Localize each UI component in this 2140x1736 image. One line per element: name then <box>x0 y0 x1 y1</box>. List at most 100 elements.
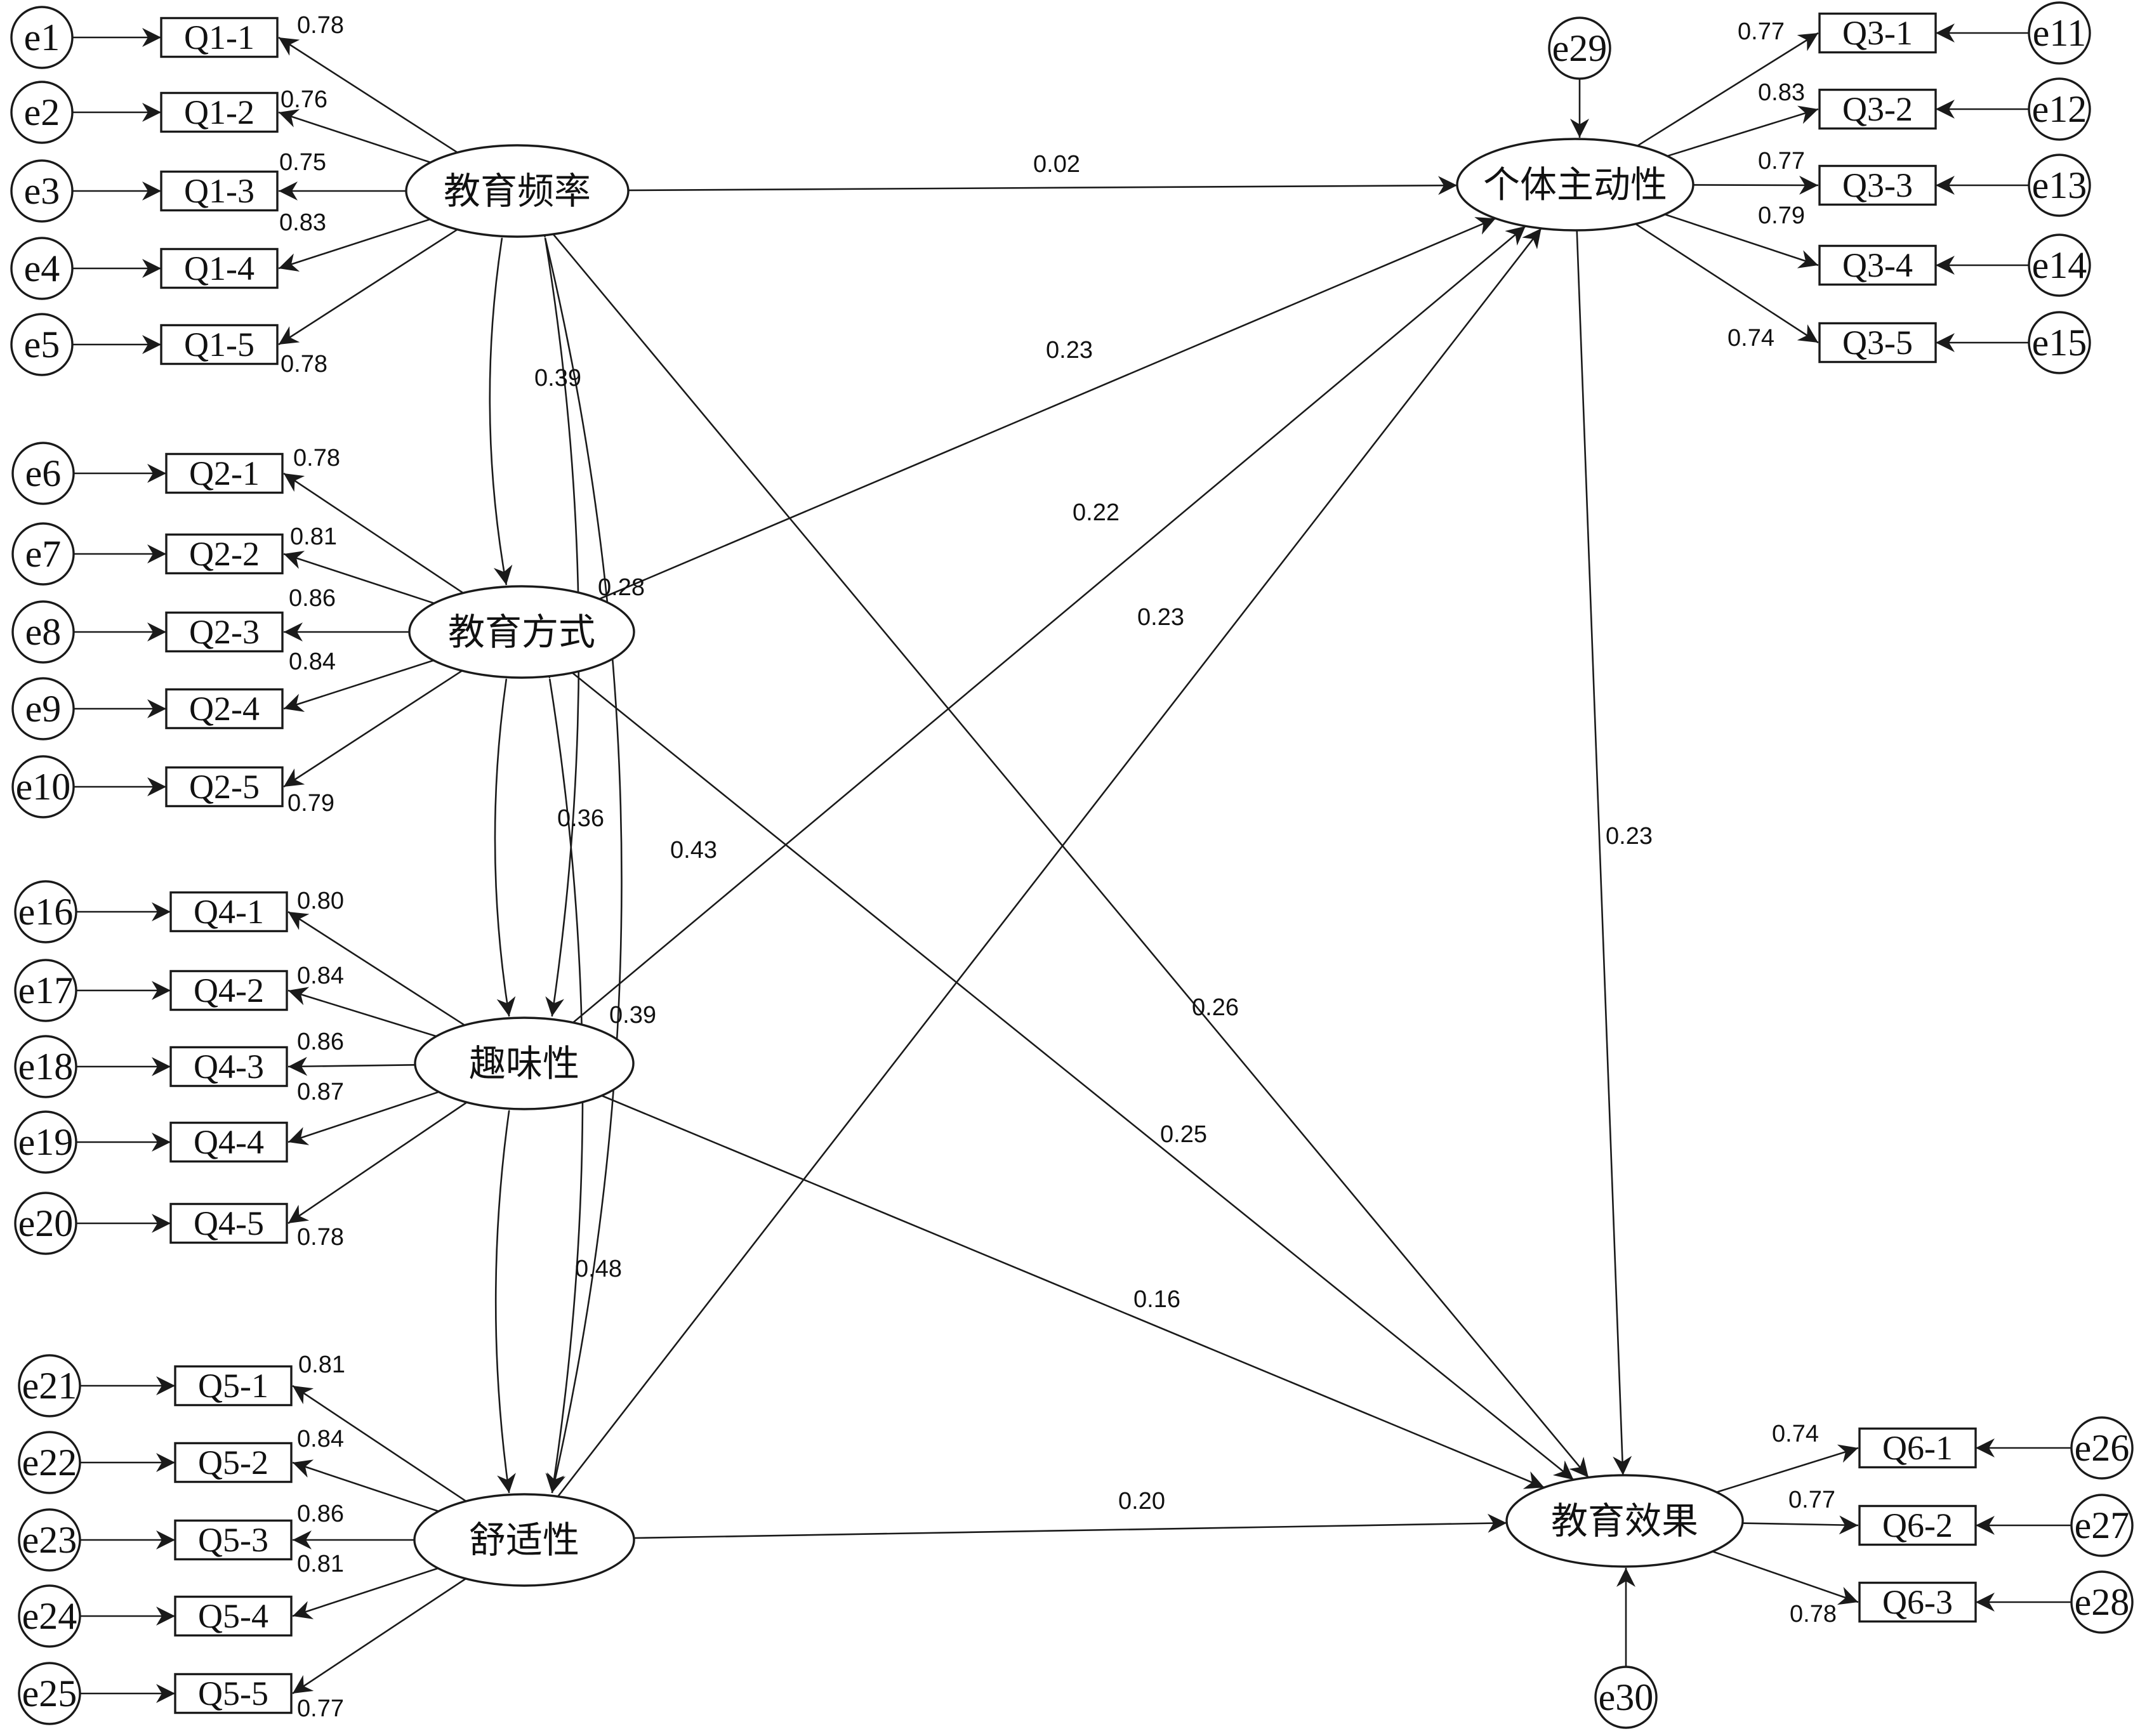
error-label: e13 <box>2032 164 2087 206</box>
error-circle <box>2070 1570 2134 1634</box>
loading-label: 0.84 <box>297 963 344 989</box>
loading-arrow <box>287 911 465 1026</box>
coefficient-layer: 0.780.760.750.830.780.780.810.860.840.79… <box>279 12 1837 1722</box>
error-circle <box>11 442 75 505</box>
loading-label: 0.81 <box>298 1351 345 1378</box>
error-circle <box>11 677 75 740</box>
error-label: e14 <box>2032 244 2087 286</box>
indicator-box <box>169 891 288 933</box>
indicator-box <box>165 533 284 575</box>
loading-arrow <box>278 218 430 272</box>
error-circle <box>2028 311 2091 374</box>
loading-label: 0.81 <box>297 1551 344 1577</box>
error-label: e17 <box>18 970 74 1011</box>
node-layer: 教育频率教育方式趣味性舒适性个体主动性教育效果Q1-1Q1-2Q1-3Q1-4Q… <box>10 1 2134 1729</box>
indicator-label: Q4-5 <box>194 1204 264 1242</box>
error-label: e2 <box>24 91 60 133</box>
latent-label: 趣味性 <box>469 1042 579 1085</box>
path-coefficient: 0.23 <box>1606 823 1653 850</box>
error-circle <box>11 600 75 664</box>
indicator-label: Q3-4 <box>1842 246 1913 284</box>
error-circle <box>18 1431 81 1494</box>
error-circle <box>18 1508 81 1572</box>
structural-path <box>598 217 1496 600</box>
loading-arrow <box>283 551 435 605</box>
error-circle <box>10 237 74 300</box>
loading-arrow <box>287 1101 468 1225</box>
structural-path <box>571 672 1575 1481</box>
structural-path <box>552 233 1589 1478</box>
loading-label: 0.79 <box>1758 202 1805 229</box>
loading-arrow <box>1635 223 1819 344</box>
indicator-box <box>174 1365 293 1407</box>
indicator-label: Q1-2 <box>184 93 254 131</box>
path-coefficient: 0.26 <box>1192 994 1239 1021</box>
loading-label: 0.84 <box>289 648 336 675</box>
loading-arrow <box>287 987 437 1037</box>
loading-label: 0.78 <box>297 12 344 39</box>
loading-arrow <box>1667 105 1819 157</box>
error-label: e27 <box>2075 1504 2130 1546</box>
indicator-label: Q5-5 <box>198 1674 268 1713</box>
loading-label: 0.74 <box>1772 1421 1819 1447</box>
error-circle <box>18 1662 81 1725</box>
error-label: e8 <box>25 611 62 653</box>
indicator-box <box>174 1442 293 1483</box>
loading-arrow <box>283 669 463 788</box>
indicator-box <box>1858 1427 1977 1469</box>
loading-label: 0.77 <box>1758 148 1805 174</box>
indicator-label: Q6-1 <box>1882 1429 1953 1467</box>
indicator-box <box>169 970 288 1011</box>
indicator-box <box>165 766 284 808</box>
covariance-coefficient: 0.36 <box>557 805 604 832</box>
error-circle <box>2070 1416 2134 1480</box>
error-label: e22 <box>22 1442 77 1483</box>
error-circle <box>10 6 74 69</box>
covariance-coefficient: 0.43 <box>670 837 717 864</box>
error-circle <box>14 1110 77 1174</box>
covariance-arc <box>494 659 518 1017</box>
indicator-box <box>174 1595 293 1637</box>
loading-label: 0.86 <box>297 1029 344 1055</box>
error-circle <box>2070 1494 2134 1557</box>
indicator-box <box>169 1046 288 1088</box>
covariance-arc <box>494 1090 522 1494</box>
indicator-label: Q2-1 <box>189 454 260 492</box>
indicator-box <box>1818 12 1937 54</box>
loading-arrow <box>292 1459 439 1513</box>
error-circle <box>10 313 74 376</box>
indicator-label: Q5-2 <box>198 1443 268 1482</box>
covariance-arc <box>531 217 623 1494</box>
loading-arrow <box>283 472 464 594</box>
error-circle <box>11 522 75 586</box>
indicator-label: Q1-5 <box>184 326 254 364</box>
loading-label: 0.78 <box>293 445 340 471</box>
loading-label: 0.78 <box>281 351 327 378</box>
indicator-box <box>165 688 284 730</box>
indicator-box <box>160 324 279 365</box>
error-label: e16 <box>18 891 74 933</box>
latent-ellipse <box>1456 138 1694 232</box>
error-circle <box>2028 77 2091 141</box>
latent-label: 教育效果 <box>1551 1499 1698 1542</box>
indicator-label: Q1-4 <box>184 249 254 287</box>
path-coefficient: 0.16 <box>1133 1286 1180 1313</box>
loading-arrow <box>1712 1550 1859 1605</box>
covariance-arc <box>489 218 515 586</box>
connector-layer <box>72 23 2071 1703</box>
indicator-label: Q2-5 <box>189 768 260 806</box>
indicator-label: Q5-3 <box>198 1521 268 1559</box>
error-circle <box>1594 1666 1658 1729</box>
structural-path <box>601 1095 1545 1489</box>
loading-label: 0.80 <box>297 888 344 914</box>
error-label: e12 <box>2032 88 2087 130</box>
loading-arrow <box>287 1056 416 1076</box>
loading-arrow <box>292 1567 439 1619</box>
latent-label: 教育方式 <box>448 610 595 654</box>
structural-path <box>1576 230 1632 1476</box>
indicator-label: Q5-1 <box>198 1367 268 1405</box>
error-label: e20 <box>18 1202 74 1244</box>
structural-path <box>557 228 1542 1497</box>
loading-arrow <box>292 1384 467 1503</box>
